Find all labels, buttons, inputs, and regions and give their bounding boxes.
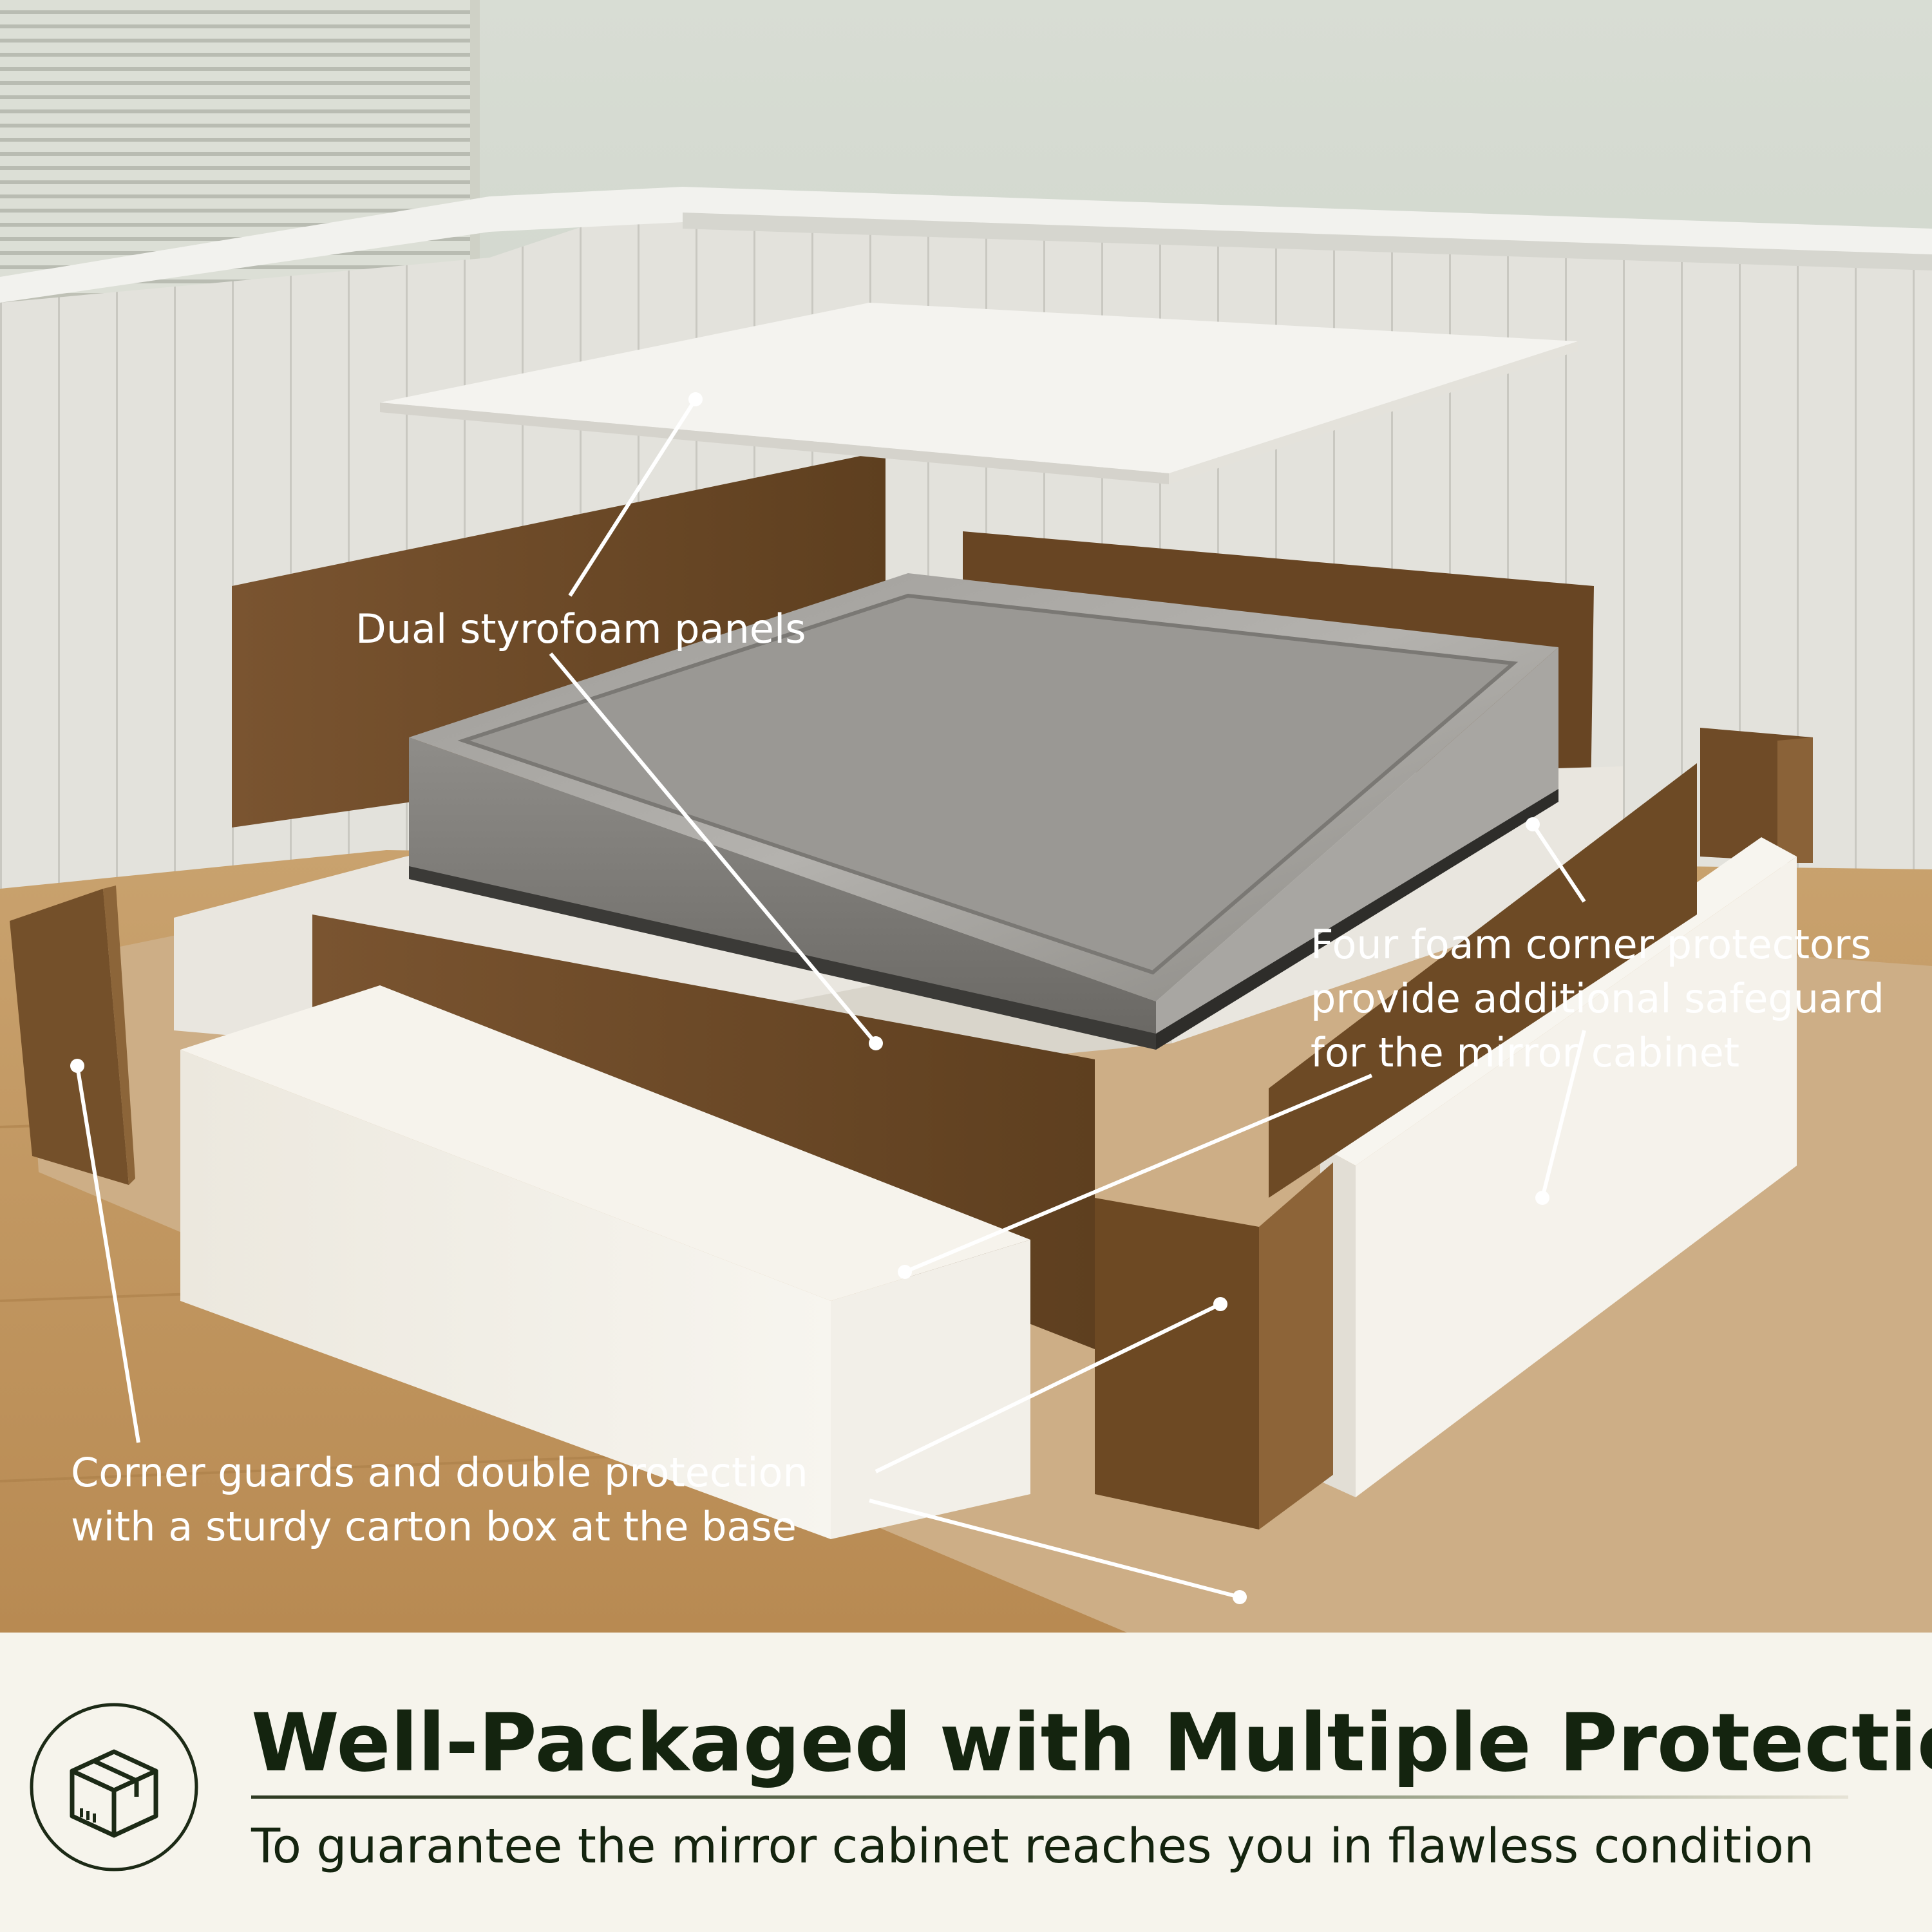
styrofoam-sheet-top [380,303,1578,484]
mirror-cabinet [409,573,1558,1050]
package-box-icon [30,1703,198,1871]
page-title: Well-Packaged with Multiple Protection [251,1697,1932,1790]
corner-guard-front-center [1095,1162,1333,1530]
callout-styrofoam-panels: Dual styrofoam panels [355,605,806,652]
packaging-scene-illustration [0,0,1932,1633]
corner-guard-back-right-fold [1777,737,1813,863]
callout-leader-lines [75,398,1586,1599]
cardboard-strip-right [1269,763,1697,1198]
callout-foam-corner-protectors: Four foam corner protectors provide addi… [1311,918,1884,1080]
callout-foam-corner-protectors-line-1: Four foam corner protectors [1311,921,1871,968]
callout-anchor-dots [70,392,1549,1604]
title-divider [251,1795,1848,1799]
callout-foam-corner-protectors-line-2: provide additional safeguard [1311,975,1884,1022]
page-subtitle: To guarantee the mirror cabinet reaches … [251,1819,1814,1874]
callout-corner-guards-line-1: Corner guards and double protection [71,1449,808,1496]
corner-guard-left [10,886,135,1185]
callout-corner-guards: Corner guards and double protection with… [71,1446,808,1554]
bottom-banner [0,1633,1932,1932]
callout-corner-guards-line-2: with a sturdy carton box at the base [71,1503,797,1550]
foam-block-front-left [180,985,1030,1539]
callout-foam-corner-protectors-line-3: for the mirror cabinet [1311,1029,1740,1076]
